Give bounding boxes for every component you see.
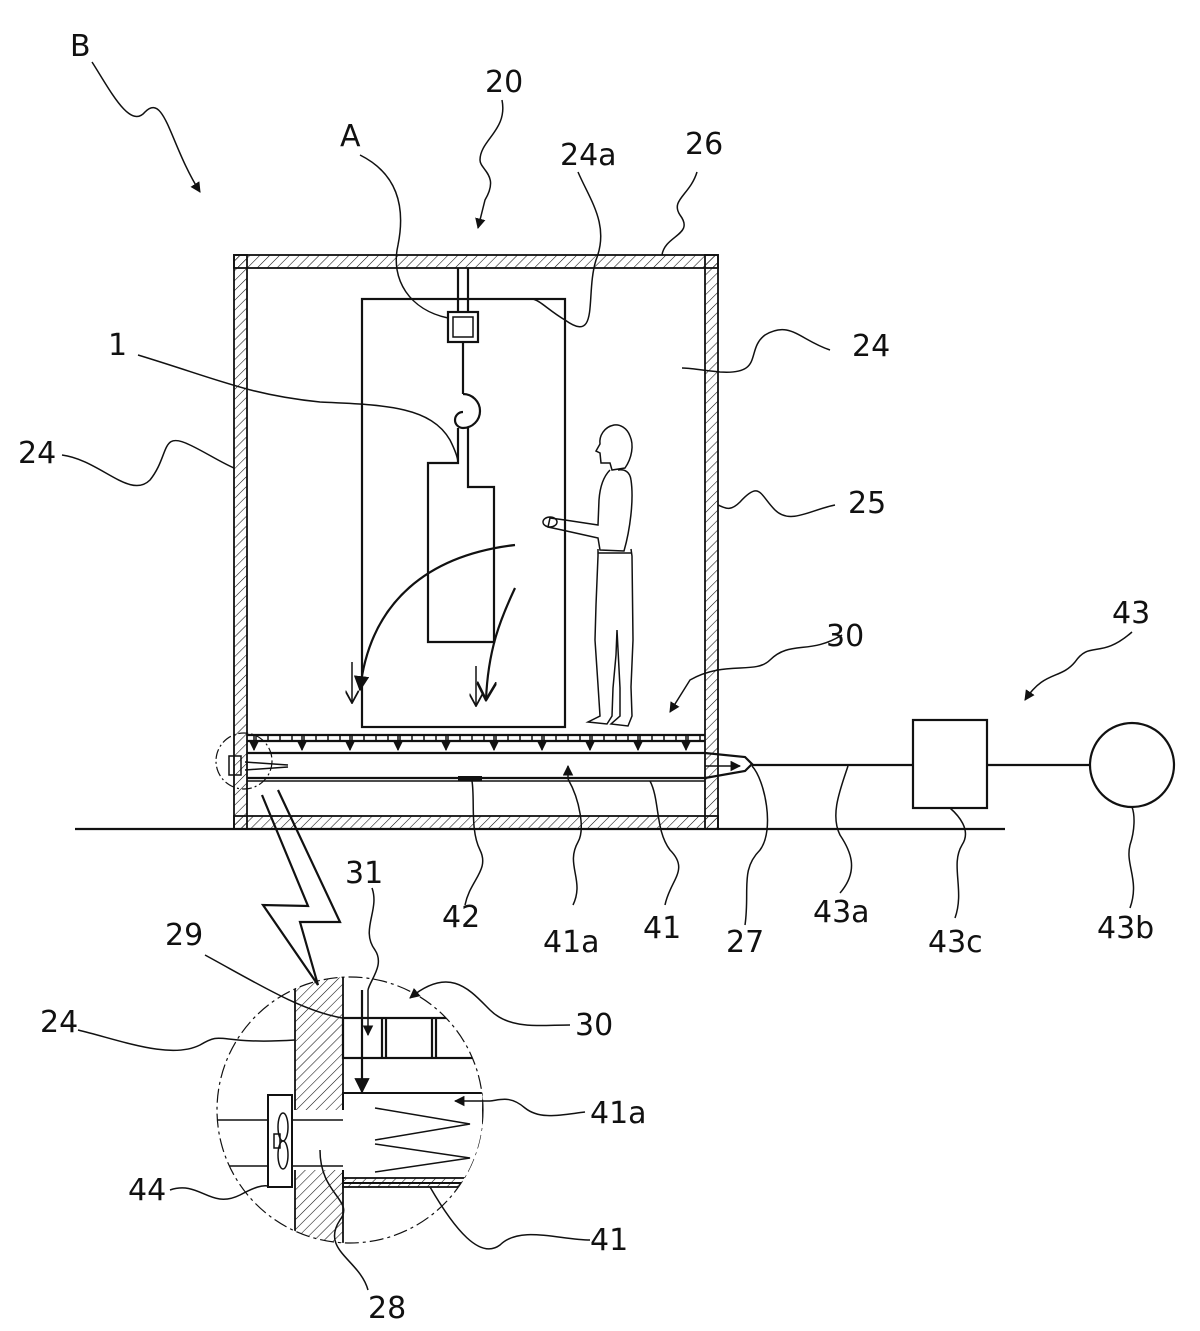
label-41a-main: 41a: [543, 925, 600, 960]
label-1: 1: [108, 328, 127, 363]
leader-24-left: [62, 440, 234, 485]
leader-30-main: [670, 635, 842, 712]
label-41-main: 41: [643, 911, 681, 946]
label-27: 27: [726, 925, 764, 960]
booth-left-wall: [234, 255, 247, 829]
leader-41a: [568, 779, 581, 905]
label-24a: 24a: [560, 138, 617, 173]
label-43b: 43b: [1097, 911, 1154, 946]
label-43: 43: [1112, 596, 1150, 631]
leader-27: [745, 766, 768, 925]
operator-person: [543, 425, 633, 726]
label-43c: 43c: [928, 925, 983, 960]
workpiece-1: [428, 428, 494, 642]
booth-top-wall: [234, 255, 718, 268]
booth-bottom-wall: [234, 816, 718, 829]
leader-31: [368, 888, 378, 990]
label-31: 31: [345, 856, 383, 891]
leader-41a-detail: [490, 1099, 585, 1115]
label-44: 44: [128, 1173, 166, 1208]
reference-labels: B 20 A 24a 26 1 24 24 25 30 43 42 41a 41…: [18, 29, 1154, 1326]
blower-43b: [1090, 723, 1174, 807]
leader-43c: [950, 808, 965, 918]
filter-unit-43c: [913, 720, 987, 808]
duct-fitting-42: [458, 776, 482, 781]
label-26: 26: [685, 127, 723, 162]
label-29: 29: [165, 918, 203, 953]
grating-30: [247, 735, 705, 750]
label-43a: 43a: [813, 895, 870, 930]
leader-B: [92, 62, 200, 192]
label-24-detail: 24: [40, 1005, 78, 1040]
leader-A: [360, 155, 448, 318]
leader-24a: [532, 172, 601, 327]
leader-44: [170, 1186, 268, 1200]
leader-24-detail: [78, 1030, 295, 1050]
leader-41-detail: [430, 1187, 590, 1249]
leader-41: [650, 781, 679, 905]
detail-duct-41: [343, 1093, 483, 1183]
inlet-cone-small: [245, 762, 288, 770]
device-A-inner: [453, 317, 473, 337]
airflow-arrow-right: [486, 588, 515, 700]
leader-43: [1025, 632, 1132, 700]
label-B: B: [70, 29, 91, 64]
booth-right-wall: [705, 255, 718, 829]
leader-1: [138, 355, 458, 463]
label-41a-detail: 41a: [590, 1096, 647, 1131]
label-24-left: 24: [18, 436, 56, 471]
label-42: 42: [442, 900, 480, 935]
label-20: 20: [485, 65, 523, 100]
grating-down-arrows: [254, 735, 686, 750]
label-30-detail: 30: [575, 1008, 613, 1043]
leader-26: [662, 172, 697, 255]
detail-opening-28: [290, 1110, 348, 1170]
hook-icon: [455, 394, 480, 428]
leader-20: [478, 100, 503, 228]
label-28: 28: [368, 1291, 406, 1326]
airflow-arrow-left: [360, 545, 515, 690]
label-24-top-right: 24: [852, 329, 890, 364]
label-A: A: [340, 119, 361, 154]
leader-25: [718, 491, 835, 517]
leader-43b: [1129, 807, 1134, 908]
label-30-main: 30: [826, 619, 864, 654]
label-25: 25: [848, 486, 886, 521]
label-41-detail: 41: [590, 1223, 628, 1258]
leader-42: [465, 781, 483, 905]
